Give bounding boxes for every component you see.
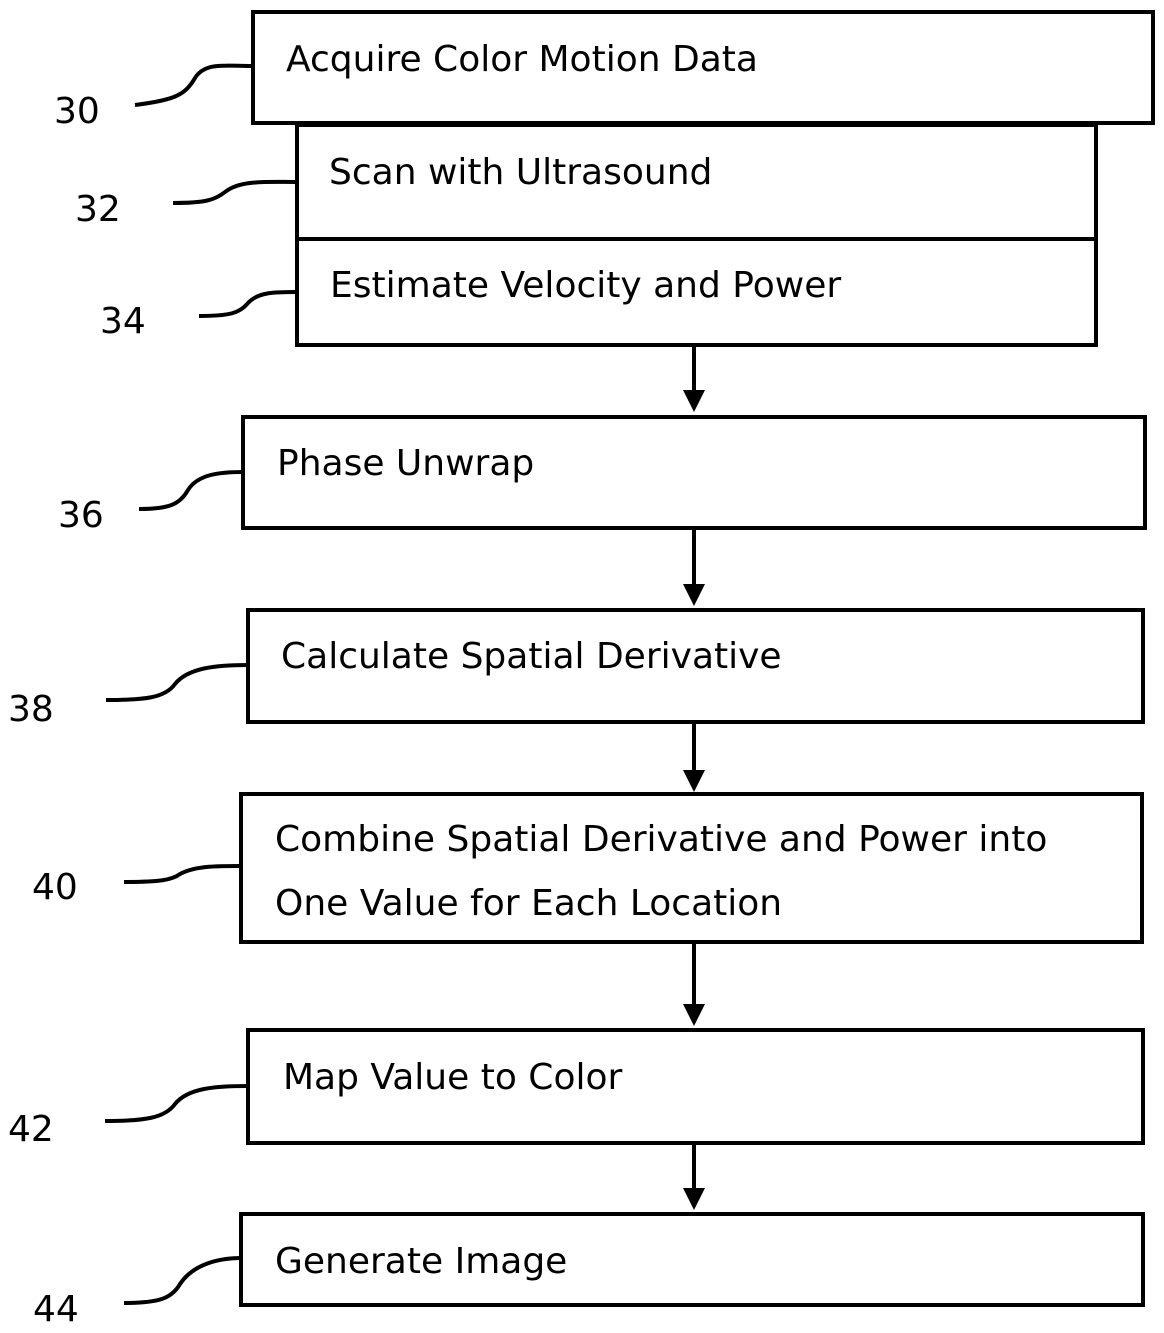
leader-line-36 bbox=[139, 472, 244, 509]
ref-numeral-32: 32 bbox=[75, 190, 121, 230]
ref-numeral-38: 38 bbox=[8, 690, 54, 730]
arrow-42-to-44 bbox=[683, 1143, 705, 1210]
ref-numeral-36: 36 bbox=[58, 496, 104, 536]
ref-numeral-30: 30 bbox=[54, 92, 100, 132]
ref-numeral-44: 44 bbox=[33, 1290, 79, 1330]
step-label-estimate-velocity-and-power: Estimate Velocity and Power bbox=[330, 254, 841, 318]
step-label-map-value-to-color: Map Value to Color bbox=[283, 1046, 622, 1110]
step-label-combine-line-2: One Value for Each Location bbox=[275, 872, 782, 936]
leader-line-44 bbox=[124, 1258, 242, 1303]
step-label-phase-unwrap: Phase Unwrap bbox=[277, 432, 534, 496]
arrow-40-to-42 bbox=[683, 942, 705, 1026]
step-label-combine-line-1: Combine Spatial Derivative and Power int… bbox=[275, 808, 1047, 872]
step-label-calculate-spatial-derivative: Calculate Spatial Derivative bbox=[281, 625, 782, 689]
leader-line-38 bbox=[106, 665, 248, 700]
step-label-scan-with-ultrasound: Scan with Ultrasound bbox=[329, 141, 712, 205]
ref-numeral-34: 34 bbox=[100, 302, 146, 342]
ref-numeral-42: 42 bbox=[8, 1110, 54, 1150]
arrow-34-to-36 bbox=[683, 344, 705, 412]
arrow-38-to-40 bbox=[683, 722, 705, 792]
arrow-36-to-38 bbox=[683, 528, 705, 606]
leader-line-34 bbox=[199, 292, 296, 316]
leader-line-30 bbox=[135, 66, 252, 105]
step-label-generate-image: Generate Image bbox=[275, 1230, 567, 1294]
leader-line-40 bbox=[124, 866, 241, 882]
step-label-acquire-color-motion-data: Acquire Color Motion Data bbox=[286, 28, 758, 92]
ref-numeral-40: 40 bbox=[32, 868, 78, 908]
leader-line-42 bbox=[105, 1086, 248, 1121]
leader-line-32 bbox=[173, 182, 296, 203]
